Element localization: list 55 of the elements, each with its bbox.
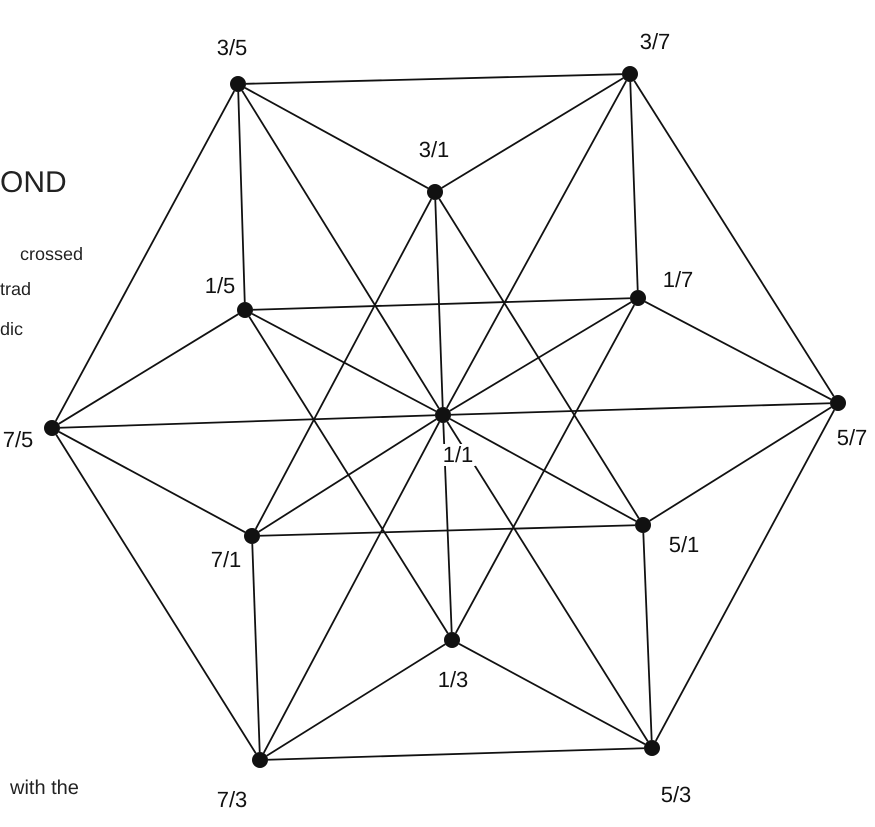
edge-line [438, 198, 640, 519]
edge-line [434, 200, 444, 408]
edge-line [252, 312, 436, 412]
edge-line [642, 532, 653, 740]
vertex-dot [622, 66, 638, 82]
vertex-dot [644, 740, 660, 756]
edge-line [58, 431, 246, 533]
note-text: dic [0, 320, 24, 338]
edge-line [246, 73, 622, 85]
edge-line [258, 418, 437, 532]
edge-line [58, 313, 239, 425]
edge-line [458, 643, 646, 745]
vertex-dot [244, 528, 260, 544]
edge-line [655, 410, 835, 742]
note-text: crossed [20, 245, 84, 263]
edge-line [60, 414, 436, 429]
vertex-dot [237, 302, 253, 318]
edge-line [268, 747, 644, 761]
vertex-dot [230, 76, 246, 92]
vertex-dot [635, 517, 651, 533]
edge-line [644, 300, 832, 400]
edge-line [252, 297, 630, 311]
vertex-dot [630, 290, 646, 306]
edge-line [441, 77, 624, 189]
vertex-dot [427, 184, 443, 200]
edge-line [262, 422, 440, 754]
edge-line [248, 316, 449, 634]
edge-line [244, 87, 428, 189]
edge-line [55, 434, 257, 754]
edge-line [442, 422, 453, 632]
edge-line [450, 402, 830, 416]
vertex-dot [444, 632, 460, 648]
edge-line [266, 643, 446, 757]
edge-line [446, 421, 648, 742]
vertex-dot [252, 752, 268, 768]
ratio-label: 1/1 [440, 444, 476, 466]
edge-line [455, 304, 635, 634]
edge-line [237, 92, 246, 302]
edge-line [449, 301, 632, 412]
edge-line [260, 524, 636, 537]
edge-line [634, 80, 834, 397]
note-text: OND [0, 168, 67, 198]
note-text: with the [10, 778, 79, 798]
edge-line [446, 80, 627, 408]
edge-line [649, 406, 832, 522]
edge-line [241, 90, 440, 409]
vertex-dot [435, 407, 451, 423]
vertex-dot [830, 395, 846, 411]
edge-line [251, 544, 261, 752]
vertex-dot [44, 420, 60, 436]
edge-line [629, 82, 639, 290]
note-text: trad [0, 280, 32, 298]
edge-line [55, 90, 235, 422]
edge-line [450, 418, 636, 522]
edge-line [254, 198, 432, 530]
